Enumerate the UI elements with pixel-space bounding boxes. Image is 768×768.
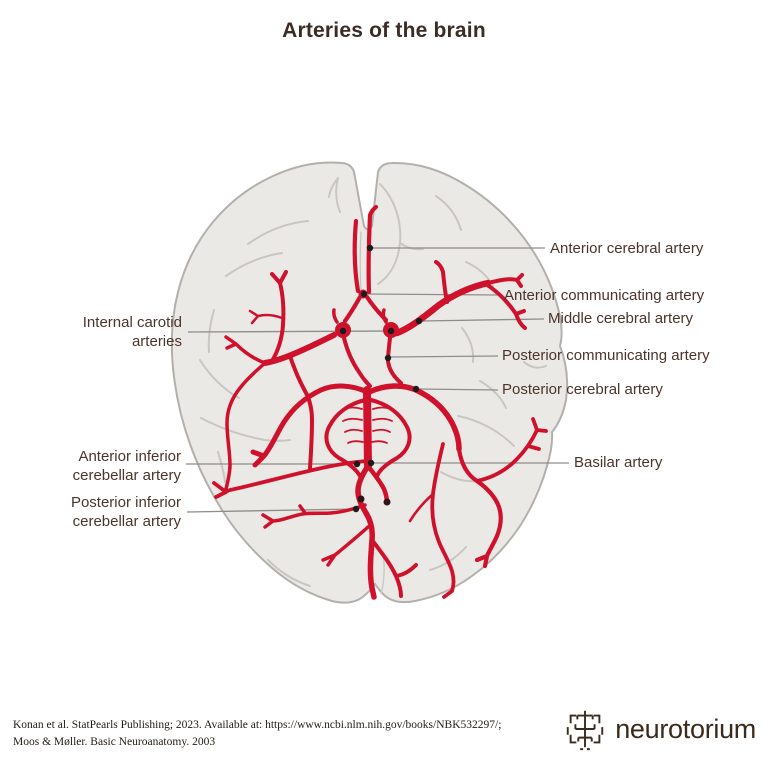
- posterior-cerebral-artery-left: [250, 383, 370, 468]
- posterior-inferior-cerebellar-artery: [261, 503, 367, 529]
- dot-basilar: [367, 459, 375, 467]
- leader-dots: [339, 244, 423, 513]
- cerebellar-branch-bottom-center: [370, 538, 418, 598]
- basilar-artery: [363, 386, 372, 470]
- anterior-inferior-cerebellar-artery: [212, 459, 369, 499]
- junction-dot: [383, 498, 391, 506]
- dot-aica: [353, 460, 361, 468]
- dot-pica: [352, 505, 360, 513]
- sulcus: [461, 327, 475, 363]
- sulcus: [435, 195, 462, 231]
- right-cerebellar-tree-inner: [430, 442, 456, 599]
- leader-middle-cerebral: [420, 318, 545, 322]
- right-cerebellar-tree-upper: [475, 417, 548, 483]
- citation-line-1: Konan et al. StatPearls Publishing; 2023…: [13, 719, 502, 731]
- label-anterior-inferior-cerebellar-artery: Anterior inferior cerebellar artery: [72, 448, 181, 484]
- neurotorium-logo-icon: [567, 710, 604, 751]
- label-basilar-artery: Basilar artery: [574, 454, 663, 471]
- dot-anterior-communicating: [360, 290, 368, 298]
- dot-anterior-cerebral: [366, 244, 374, 252]
- anterior-cerebral-artery-right: [366, 204, 379, 295]
- sulcus: [207, 309, 215, 353]
- page-title: Arteries of the brain: [282, 19, 486, 42]
- left-tree-twigs: [248, 309, 284, 325]
- leader-lines: [186, 247, 569, 513]
- posterior-cerebral-artery-right: [366, 383, 462, 452]
- neurotorium-logo: neurotorium: [562, 706, 756, 752]
- citation: Konan et al. StatPearls Publishing; 2023…: [13, 717, 501, 752]
- leader-internal-carotid: [187, 330, 392, 333]
- sulcus: [328, 177, 341, 213]
- label-middle-cerebral-artery: Middle cerebral artery: [548, 310, 694, 327]
- sulcus: [267, 559, 311, 587]
- junction-dot: [357, 495, 365, 503]
- sulcus: [457, 415, 515, 447]
- sulcus: [217, 451, 226, 483]
- carotid-siphon-hooks: [332, 308, 388, 324]
- sulcus: [200, 417, 291, 442]
- vertebral-artery-left: [355, 463, 377, 600]
- right-tree-connector: [408, 492, 435, 523]
- label-internal-carotid-arteries: Internal carotid arteries: [82, 314, 182, 350]
- label-posterior-cerebral-artery: Posterior cerebral artery: [502, 381, 663, 398]
- left-tree-branch: [224, 335, 267, 365]
- sulcus: [479, 380, 507, 409]
- leader-anterior-communicating: [365, 293, 501, 296]
- right-cerebellar-tree-main: [456, 446, 503, 569]
- sulcus: [247, 220, 309, 245]
- leader-posterior-cerebral: [417, 388, 499, 391]
- label-posterior-communicating-artery: Posterior communicating artery: [502, 347, 710, 364]
- citation-line-2: Moos & Møller. Basic Neuroanatomy. 2003: [13, 736, 216, 749]
- leader-posterior-communicating: [389, 355, 499, 358]
- sulcus: [225, 252, 283, 277]
- dot-posterior-communicating: [384, 354, 392, 362]
- middle-cerebral-branches-right: [434, 260, 527, 330]
- cerebellar-branch-lower-left: [321, 525, 370, 567]
- left-tree-lower-mid: [288, 354, 314, 470]
- label-anterior-communicating-artery: Anterior communicating artery: [504, 287, 705, 304]
- dot-middle-cerebral: [415, 317, 423, 325]
- sulcus: [523, 361, 547, 369]
- vertebral-junction-dots: [357, 495, 391, 506]
- longitudinal-fissure-line: [359, 231, 362, 291]
- neurotorium-logo-text: neurotorium: [615, 713, 756, 744]
- dot-posterior-cerebral: [412, 385, 420, 393]
- label-posterior-inferior-cerebellar-artery: Posterior inferior cerebellar artery: [70, 494, 181, 530]
- left-tree-vertical: [270, 270, 288, 363]
- anterior-cerebral-artery-left: [352, 218, 361, 294]
- leader-pica: [186, 508, 357, 513]
- dot-internal-carotid-left: [339, 327, 347, 335]
- pontine-branches: [342, 406, 393, 444]
- left-tree-lower-left: [224, 361, 267, 491]
- dot-internal-carotid-right: [387, 327, 395, 335]
- label-anterior-cerebral-artery: Anterior cerebral artery: [550, 240, 704, 257]
- middle-cerebral-artery-right: [393, 279, 492, 337]
